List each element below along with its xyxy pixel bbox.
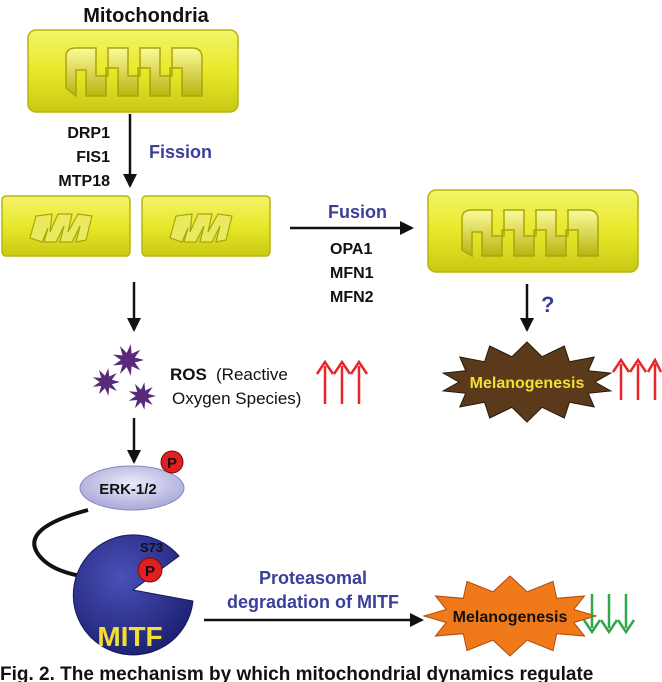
fission-label: Fission [149, 142, 212, 162]
fission-protein-fis1: FIS1 [76, 149, 110, 166]
ros-full-name-line1: (Reactive [216, 365, 288, 384]
melanogenesis-lower-decrease-arrows [582, 594, 636, 635]
ros-full-name-line2: Oxygen Species) [172, 389, 301, 408]
proteasomal-label-line2: degradation of MITF [227, 592, 399, 612]
erk-to-mitf-curved-arrow [32, 508, 97, 580]
figure-caption: Fig. 2. The mechanism by which mitochond… [0, 664, 594, 682]
melanogenesis-lower-burst: Melanogenesis [422, 575, 598, 657]
ros-star [128, 382, 156, 410]
diagram-title: Mitochondria [83, 5, 209, 27]
mitochondrion-top [27, 29, 239, 113]
mitf-node: MITF P S73 [72, 534, 194, 656]
mitochondrion-fragment-left [1, 195, 131, 257]
erk-phospho-marker [160, 450, 184, 474]
ros-star [92, 368, 120, 396]
ros-increase-arrows [315, 359, 369, 404]
erk-label: ERK-1/2 [99, 481, 157, 498]
melanogenesis-upper-increase-arrows [611, 357, 662, 400]
fission-protein-drp1: DRP1 [67, 125, 110, 142]
fusion-label: Fusion [328, 202, 387, 222]
mitf-label: MITF [97, 621, 162, 652]
mitf-phospho-marker [137, 557, 163, 583]
unknown-link-question-mark: ? [541, 292, 554, 317]
erk-phospho-label: P [167, 455, 177, 472]
ros-star [113, 344, 144, 376]
melanogenesis-lower-label: Melanogenesis [453, 609, 568, 626]
ros-abbreviation: ROS [170, 365, 207, 384]
fusion-protein-mfn1: MFN1 [330, 265, 374, 282]
melanogenesis-upper-burst: Melanogenesis [441, 341, 613, 423]
erk-node: ERK-1/2 P [79, 450, 185, 511]
fusion-protein-mfn2: MFN2 [330, 289, 374, 306]
ros-stars [92, 344, 156, 410]
mitf-site-label: S73 [140, 540, 163, 555]
fusion-protein-opa1: OPA1 [330, 241, 372, 258]
melanogenesis-upper-label: Melanogenesis [470, 375, 585, 392]
mitf-phospho-label: P [145, 563, 155, 580]
mitochondrion-fused [427, 189, 639, 273]
proteasomal-label-line1: Proteasomal [259, 568, 367, 588]
mitochondrion-fragment-right [141, 195, 271, 257]
fission-protein-mtp18: MTP18 [58, 173, 110, 190]
